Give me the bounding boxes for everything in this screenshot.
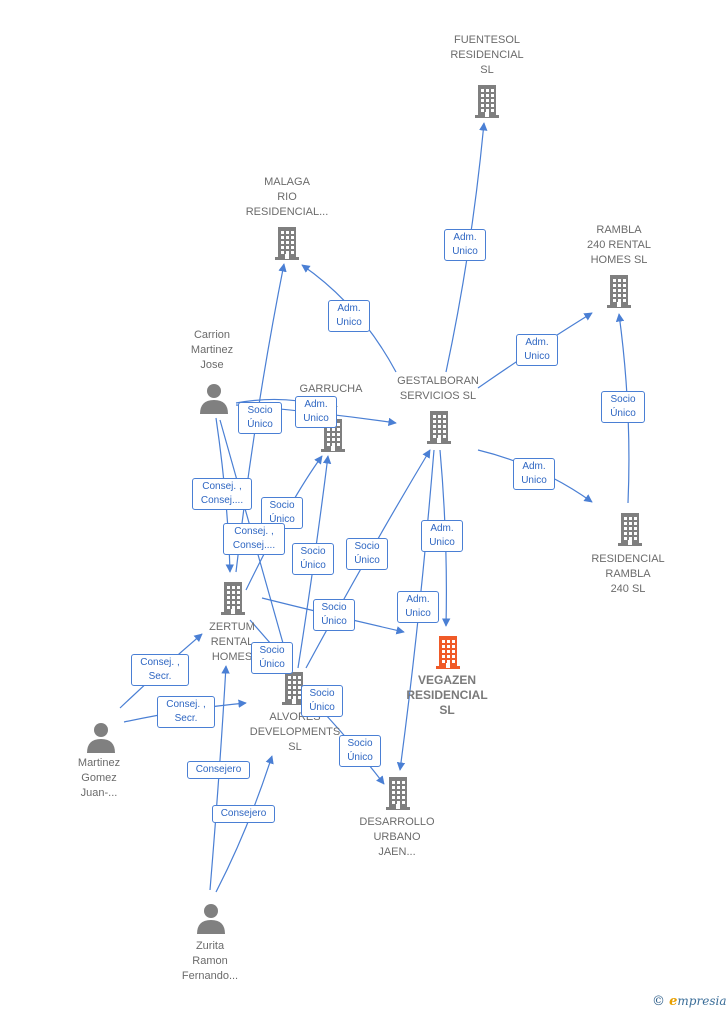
edge-label-gestalboran-vegazen[interactable]: Adm. Unico — [421, 520, 463, 552]
building-icon[interactable] — [602, 273, 636, 309]
building-icon[interactable] — [613, 511, 647, 547]
edge-label-martinez-alvores[interactable]: Consej. , Secr. — [157, 696, 215, 728]
brand-name: mpresia — [677, 994, 727, 1008]
edge-label-carrion-garrucha[interactable]: Adm. Unico — [295, 396, 337, 428]
edge-label-gestalboran-desarrollo[interactable]: Adm. Unico — [397, 591, 439, 623]
edge-label-alvores-gestalboran[interactable]: Socio Único — [346, 538, 388, 570]
node-gestalboran-label[interactable]: GESTALBORAN SERVICIOS SL — [397, 375, 479, 402]
edge-label-gestalboran-malaga[interactable]: Adm. Unico — [328, 300, 370, 332]
edge-label-zurita-alvores[interactable]: Consejero — [212, 805, 275, 823]
copyright-icon: © — [652, 994, 665, 1009]
node-malaga-label[interactable]: MALAGA RIO RESIDENCIAL... — [245, 176, 329, 218]
building-icon[interactable] — [470, 83, 504, 119]
building-icon[interactable] — [216, 580, 250, 616]
edge-label-alvores-garrucha[interactable]: Socio Único — [292, 543, 334, 575]
edge-label-zertum-vegazen[interactable]: Socio Único — [313, 599, 355, 631]
node-vegazen-label[interactable]: VEGAZEN RESIDENCIAL SL — [406, 673, 488, 717]
node-carrion-label[interactable]: Carrion Martinez Jose — [190, 329, 234, 371]
node-residencialrambla-label[interactable]: RESIDENCIAL RAMBLA 240 SL — [591, 553, 665, 595]
node-zurita-label[interactable]: Zurita Ramon Fernando... — [181, 940, 239, 982]
building-icon[interactable] — [422, 409, 456, 445]
edge-label-gestalboran-rambla[interactable]: Adm. Unico — [516, 334, 558, 366]
brand-initial: e — [669, 994, 678, 1009]
edge-label-martinez-zertum[interactable]: Consej. , Secr. — [131, 654, 189, 686]
edge-label-gestalboran-resrambla[interactable]: Adm. Unico — [513, 458, 555, 490]
edge-zurita-alvores — [215, 755, 274, 893]
building-icon[interactable] — [277, 670, 311, 706]
building-icon[interactable] — [270, 225, 304, 261]
edge-label-carrion-gestalboran[interactable]: Socio Único — [238, 402, 282, 434]
edge-label-alvores-desarrollo[interactable]: Socio Único — [339, 735, 381, 767]
edge-label-zurita-zertum[interactable]: Consejero — [187, 761, 250, 779]
node-rambla240rental-label[interactable]: RAMBLA 240 RENTAL HOMES SL — [587, 224, 651, 266]
person-icon[interactable] — [194, 900, 228, 936]
node-fuentesol-label[interactable]: FUENTESOL RESIDENCIAL SL — [450, 34, 524, 76]
edge-label-resrambla-rambla[interactable]: Socio Único — [601, 391, 645, 423]
edge-label-gestalboran-fuentesol[interactable]: Adm. Unico — [444, 229, 486, 261]
edge-label-alvores-socio[interactable]: Socio Único — [301, 685, 343, 717]
node-martinez-label[interactable]: Martinez Gomez Juan-... — [77, 757, 121, 799]
node-zertum-label[interactable]: ZERTUM RENTAL HOMES — [209, 621, 255, 663]
empresia-logo[interactable]: © empresia — [652, 994, 726, 1009]
building-icon[interactable] — [431, 634, 465, 670]
node-desarrollo-label[interactable]: DESARROLLO URBANO JAEN... — [359, 816, 435, 858]
edge-label-zertum-alvores[interactable]: Socio Único — [251, 642, 293, 674]
edge-label-carrion-zertum[interactable]: Consej. , Consej.... — [192, 478, 252, 510]
person-icon[interactable] — [197, 380, 231, 416]
building-icon[interactable] — [381, 775, 415, 811]
person-icon[interactable] — [84, 719, 118, 755]
edge-label-carrion-alvores[interactable]: Consej. , Consej.... — [223, 523, 285, 555]
